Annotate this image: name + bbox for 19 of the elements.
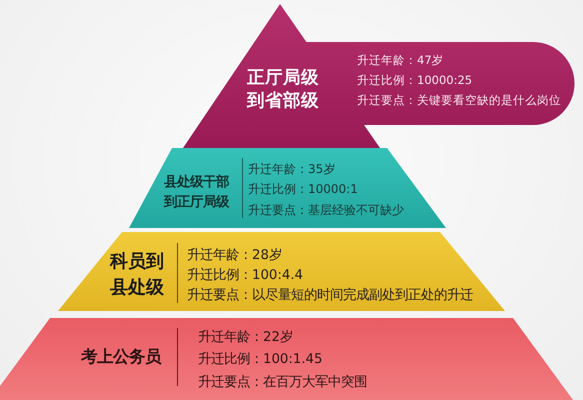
tier-title: 科员到县处级 [110,250,165,300]
tier-detail: 升迁要点：关键要看空缺的是什么岗位 [357,92,561,109]
tier-detail: 升迁比例：10000:1 [248,181,358,198]
tier-detail: 升迁年龄：28岁 [187,246,282,265]
tier-detail: 升迁比例：10000:25 [357,72,472,89]
tier-detail: 升迁比例：100:4.4 [187,266,304,285]
tier-title: 县处级干部到正厅局级 [164,173,230,212]
tier-detail: 升迁要点：基层经验不可缺少 [248,202,404,219]
pyramid-tier [129,148,446,228]
tier-detail: 升迁比例：100:1.45 [198,350,322,370]
pyramid-tier [0,318,573,400]
tier-detail: 升迁年龄：22岁 [198,328,293,347]
tier-detail: 升迁年龄：47岁 [357,52,444,69]
tier-detail: 升迁要点：以尽量短的时间完成副处到正处的升迁 [187,286,473,305]
pyramid-tier [58,232,505,311]
tier-title: 考上公务员 [81,347,162,367]
tier-detail: 升迁要点：在百万大军中突围 [198,374,367,392]
tier-detail: 升迁年龄：35岁 [248,160,336,178]
tier-title: 正厅局级到省部级 [247,66,320,112]
